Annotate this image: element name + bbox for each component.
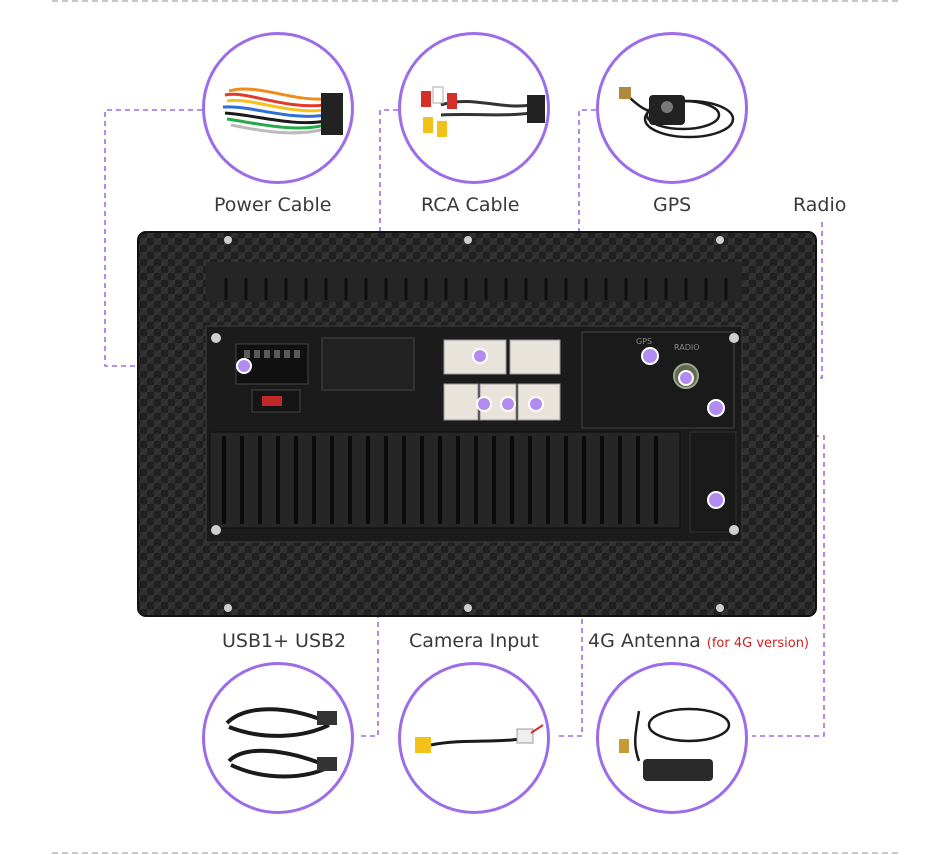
- rca-cable-label: RCA Cable: [421, 194, 520, 216]
- usb-label: USB1+ USB2: [222, 630, 347, 652]
- rca-cable-image: [398, 32, 550, 184]
- marker-rca: [472, 348, 488, 364]
- marker-camera: [528, 396, 544, 412]
- power-cable-label: Power Cable: [214, 194, 332, 216]
- marker-gps: [641, 347, 659, 365]
- lte-antenna-image: [596, 662, 748, 814]
- rca-cable-line: [379, 109, 480, 357]
- marker-power: [236, 358, 252, 374]
- gps-antenna-icon: [619, 87, 735, 139]
- power-cable-line: [104, 109, 244, 367]
- usb-cable-image: [202, 662, 354, 814]
- power-cable-image: [202, 32, 354, 184]
- camera-cable-image: [398, 662, 550, 814]
- usb-cable-icon: [225, 707, 337, 779]
- radio-port-text: RADIO: [674, 343, 700, 352]
- marker-4g-top: [707, 399, 725, 417]
- gps-antenna-image: [596, 32, 748, 184]
- gps-port-text: GPS: [636, 337, 652, 346]
- radio-label: Radio: [793, 194, 847, 216]
- marker-usb1: [476, 396, 492, 412]
- marker-usb2: [500, 396, 516, 412]
- marker-radio: [678, 370, 694, 386]
- lte-antenna-icon: [619, 707, 731, 781]
- rca-cable-icon: [421, 86, 545, 137]
- antenna-4g-note: (for 4G version): [706, 636, 810, 651]
- camera-input-label: Camera Input: [409, 630, 539, 652]
- top-divider: [52, 0, 898, 2]
- antenna-4g-label-group: 4G Antenna (for 4G version): [588, 630, 809, 652]
- marker-4g-bottom: [707, 491, 725, 509]
- bottom-divider: [52, 852, 898, 854]
- gps-label: GPS: [653, 194, 692, 216]
- antenna-4g-label: 4G Antenna: [588, 630, 701, 652]
- power-cable-icon: [222, 87, 343, 135]
- camera-cable-icon: [415, 724, 544, 753]
